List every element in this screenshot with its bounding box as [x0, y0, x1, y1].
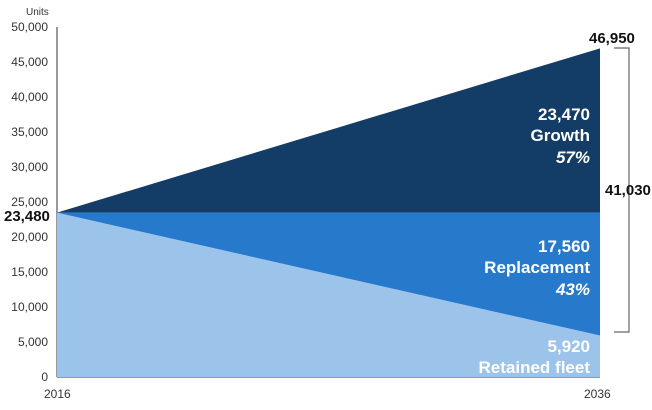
y-tick-label: 25,000 [11, 195, 48, 209]
area-retained-fleet [57, 212, 600, 377]
y-axis: Units 0 5,000 10,000 15,000 20,000 25,000 30,0… [11, 7, 58, 384]
start-value-label: 23,480 [4, 208, 50, 225]
replacement-labels: 17,560 Replacement 43% [484, 237, 590, 299]
replacement-pct-label: 43% [555, 280, 590, 299]
y-tick-label: 0 [41, 370, 48, 384]
replacement-name-label: Replacement [484, 258, 590, 277]
y-tick-label: 30,000 [11, 160, 48, 174]
y-tick-label: 45,000 [11, 55, 48, 69]
y-tick-label: 5,000 [18, 335, 48, 349]
y-unit-label: Units [26, 7, 49, 18]
end-total-label: 46,950 [589, 30, 635, 47]
growth-labels: 23,470 Growth 57% [531, 105, 591, 167]
area-replacement [57, 212, 600, 336]
retained-value-label: 5,920 [547, 337, 590, 356]
growth-value-label: 23,470 [538, 105, 590, 124]
x-tick-end: 2036 [584, 387, 611, 401]
y-tick-label: 20,000 [11, 230, 48, 244]
y-tick-label: 15,000 [11, 265, 48, 279]
replacement-value-label: 17,560 [538, 237, 590, 256]
area-growth [57, 48, 600, 213]
y-tick-label: 40,000 [11, 90, 48, 104]
y-tick-label: 10,000 [11, 300, 48, 314]
retained-labels: 5,920 Retained fleet [479, 337, 591, 377]
growth-name-label: Growth [531, 126, 591, 145]
total-bracket [614, 47, 630, 333]
bracket-total-label: 41,030 [605, 182, 651, 199]
growth-pct-label: 57% [556, 148, 590, 167]
y-tick-label: 35,000 [11, 125, 48, 139]
y-tick-label: 50,000 [11, 20, 48, 34]
x-tick-start: 2016 [44, 387, 71, 401]
y-tick-labels: 0 5,000 10,000 15,000 20,000 25,000 30,000 35,0… [11, 20, 48, 384]
retained-name-label: Retained fleet [479, 358, 591, 377]
